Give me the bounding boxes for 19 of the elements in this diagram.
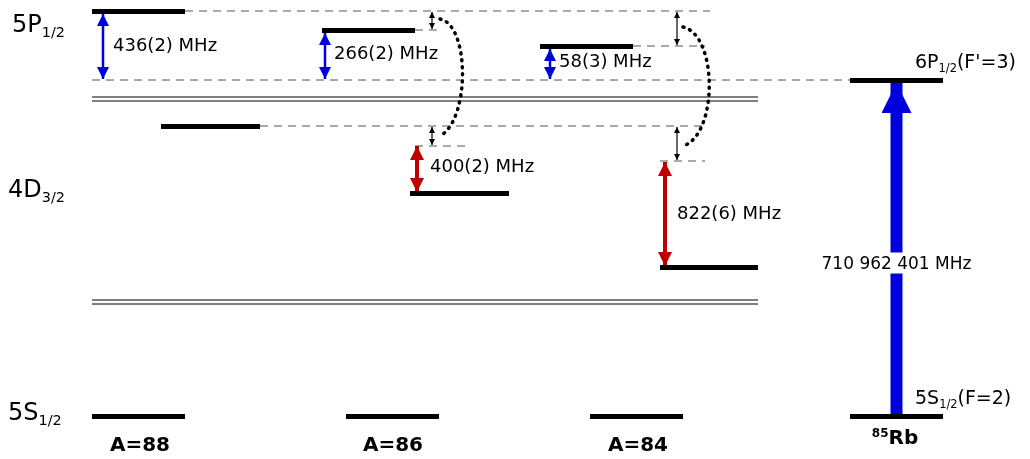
energy-level-bar — [540, 44, 633, 49]
arrow — [881, 83, 912, 414]
energy-level-bar — [660, 265, 758, 270]
level-label: 4D$_{3/2}$ — [8, 177, 65, 205]
column-label: A=88 — [109, 434, 171, 454]
edge-label: 710 962 401 MHz — [820, 252, 973, 273]
energy-level-bar — [410, 191, 509, 196]
column-label: $^{85}$Rb — [871, 427, 919, 448]
energy-level-bar — [590, 414, 683, 419]
energy-level-bar — [92, 9, 185, 14]
energy-level-bar — [346, 414, 439, 419]
level-label: 5S$_{1/2}$(F=2) — [915, 388, 1012, 411]
level-label: 6P$_{1/2}$(F'=3) — [915, 52, 1016, 75]
energy-level-bar — [161, 124, 260, 129]
splitting-label: 436(2) MHz — [113, 36, 218, 54]
energy-level-bar — [322, 28, 415, 33]
column-label: A=84 — [607, 434, 669, 454]
column-label: A=86 — [362, 434, 424, 454]
energy-level-bar — [92, 414, 185, 419]
